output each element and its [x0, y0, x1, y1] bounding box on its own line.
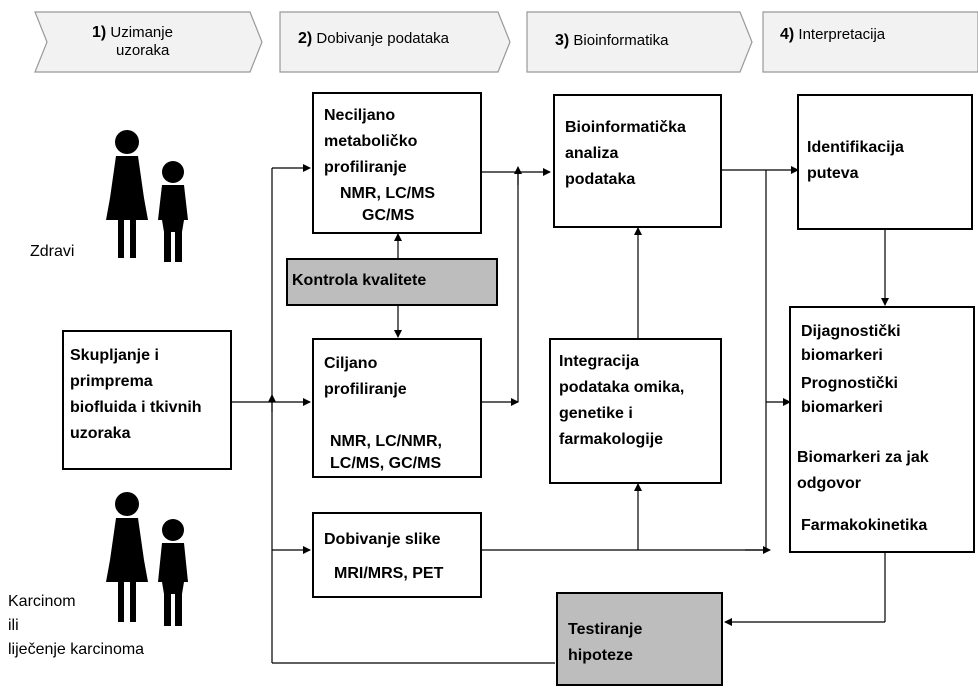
biomarkers-line-4: biomarkeri [801, 399, 883, 416]
step-4-number: 4) [780, 26, 795, 43]
step-3-title: Bioinformatika [573, 32, 669, 49]
imaging-box: Dobivanje slike MRI/MRS, PET [312, 512, 482, 598]
step-2-chevron [279, 11, 511, 73]
untargeted-methods-1: NMR, LC/MS [340, 185, 436, 202]
untargeted-line-2: metaboličko [324, 133, 418, 150]
pharmacokinetics-label: Farmakokinetika [801, 517, 928, 534]
pathways-line-1: Identifikacija [807, 139, 904, 156]
cancer-label-line2: ili [8, 617, 19, 634]
response-line-1: Biomarkeri za jak [797, 449, 929, 466]
hypothesis-line-2: hipoteze [568, 647, 633, 664]
step-3-label: 3) Bioinformatika [555, 32, 668, 50]
targeted-line-1: Ciljano [324, 355, 378, 372]
collection-line-2: primprema [70, 373, 153, 390]
targeted-line-2: profiliranje [324, 381, 407, 398]
integration-line-2: podataka omika, [559, 379, 685, 396]
untargeted-line-1: Neciljano [324, 107, 396, 124]
bioinformatics-box: Bioinformatička analiza podataka [553, 94, 722, 228]
hypothesis-box: Testiranje hipoteze [556, 592, 723, 686]
step-4-label: 4) Interpretacija [780, 26, 885, 44]
collection-line-1: Skupljanje i [70, 347, 159, 364]
integration-line-3: genetike i [559, 405, 633, 422]
biomarkers-box: Dijagnostički biomarkeri Prognostički bi… [789, 306, 975, 553]
collection-line-4: uzoraka [70, 425, 131, 442]
biomarkers-line-3: Prognostički [801, 375, 898, 392]
untargeted-methods-2: GC/MS [362, 207, 415, 224]
biomarkers-line-1: Dijagnostički [801, 323, 901, 340]
collection-line-3: biofluida i tkivnih [70, 399, 202, 416]
biomarkers-line-2: biomarkeri [801, 347, 883, 364]
step-1-title-line2: uzoraka [116, 42, 170, 59]
integration-box: Integracija podataka omika, genetike i f… [549, 338, 722, 484]
pathways-box: Identifikacija puteva [797, 94, 973, 230]
integration-line-1: Integracija [559, 353, 640, 370]
bioinfo-line-1: Bioinformatička [565, 119, 686, 136]
step-1-label: 1) Uzimanje uzoraka [92, 24, 173, 60]
cancer-people-icon [106, 492, 188, 626]
quality-control-label: Kontrola kvalitete [292, 272, 427, 289]
healthy-label: Zdravi [30, 243, 75, 260]
step-1-title: Uzimanje [110, 24, 173, 41]
step-4-chevron [762, 11, 978, 73]
step-4-title: Interpretacija [798, 26, 886, 43]
targeted-methods-1: NMR, LC/NMR, [330, 433, 442, 450]
pathways-line-2: puteva [807, 165, 859, 182]
integration-line-4: farmakologije [559, 431, 664, 448]
imaging-label: Dobivanje slike [324, 531, 441, 548]
imaging-methods: MRI/MRS, PET [334, 565, 444, 582]
step-1-number: 1) [92, 24, 107, 41]
collection-box: Skupljanje i primprema biofluida i tkivn… [62, 330, 232, 470]
untargeted-line-3: profiliranje [324, 159, 407, 176]
cancer-label-line3: liječenje karcinoma [8, 641, 145, 658]
targeted-profiling-box: Ciljano profiliranje NMR, LC/NMR, LC/MS,… [312, 338, 482, 478]
quality-control-box: Kontrola kvalitete [286, 258, 498, 306]
step-2-title: Dobivanje podataka [316, 30, 450, 47]
bioinfo-line-2: analiza [565, 145, 619, 162]
targeted-methods-2: LC/MS, GC/MS [330, 455, 442, 472]
untargeted-profiling-box: Neciljano metaboličko profiliranje NMR, … [312, 92, 482, 234]
healthy-people-icon [106, 130, 188, 262]
step-2-number: 2) [298, 30, 313, 47]
response-line-2: odgovor [797, 475, 861, 492]
step-3-number: 3) [555, 32, 570, 49]
bioinfo-line-3: podataka [565, 171, 636, 188]
step-3-chevron [526, 11, 753, 73]
step-1-chevron [34, 11, 263, 73]
step-2-label: 2) Dobivanje podataka [298, 30, 449, 48]
hypothesis-line-1: Testiranje [568, 621, 643, 638]
cancer-label-line1: Karcinom [8, 593, 76, 610]
